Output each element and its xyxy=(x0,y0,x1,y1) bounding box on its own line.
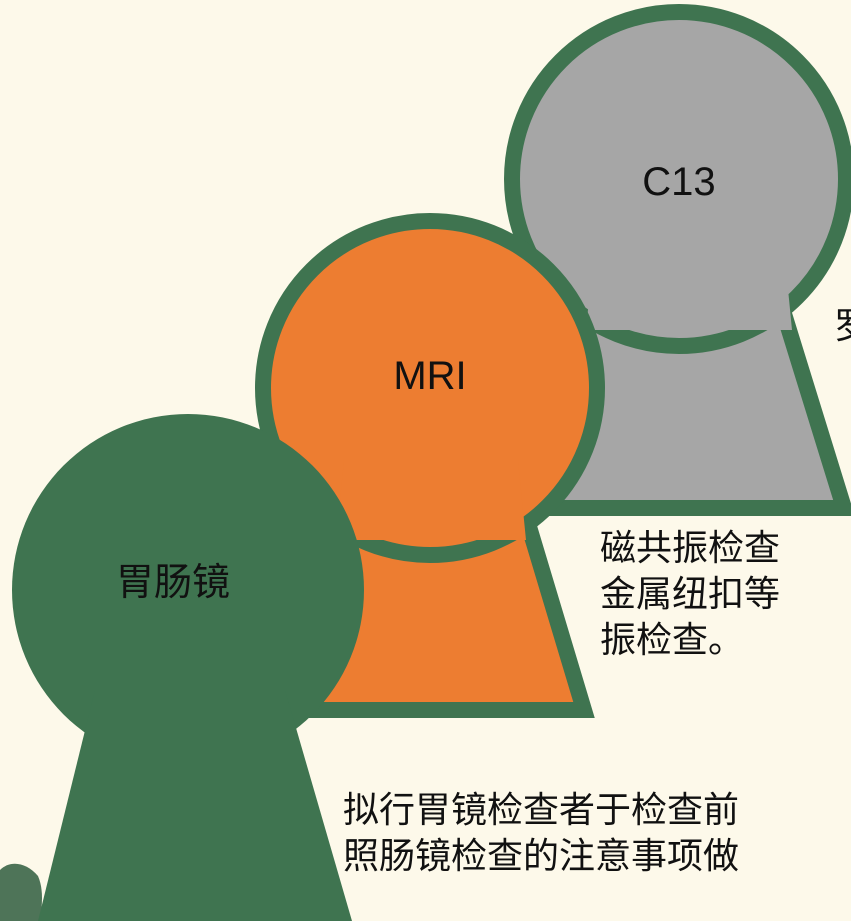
note-mri-line: 金属纽扣等 xyxy=(600,574,781,615)
note-c13-line: 罗 xyxy=(834,304,851,350)
note-mri: 磁共振检查 金属纽扣等 振检查。 xyxy=(600,526,780,664)
keyhole-c13-joint xyxy=(586,248,792,330)
keyhole-gastro-stem xyxy=(38,690,352,921)
leaf-decoration xyxy=(0,863,42,921)
keyhole-mri-joint xyxy=(336,460,526,540)
keyhole-gastro: 胃肠镜 xyxy=(12,414,364,921)
note-mri-line: 磁共振检查 xyxy=(600,528,781,569)
keyhole-c13: C13 xyxy=(504,4,851,516)
note-gastro: 拟行胃镜检查者于检查前 照肠镜检查的注意事项做 xyxy=(343,788,739,880)
keyhole-mri-label: MRI xyxy=(393,354,466,398)
keyhole-c13-label: C13 xyxy=(642,160,715,204)
keyhole-gastro-label: 胃肠镜 xyxy=(116,560,230,604)
note-gastro-line: 照肠镜检查的注意事项做 xyxy=(343,836,740,877)
note-mri-line: 振检查。 xyxy=(600,620,745,661)
keyhole-gastro-head xyxy=(12,414,364,766)
note-c13: 罗 xyxy=(834,304,851,350)
note-gastro-line: 拟行胃镜检查者于检查前 xyxy=(343,790,740,831)
